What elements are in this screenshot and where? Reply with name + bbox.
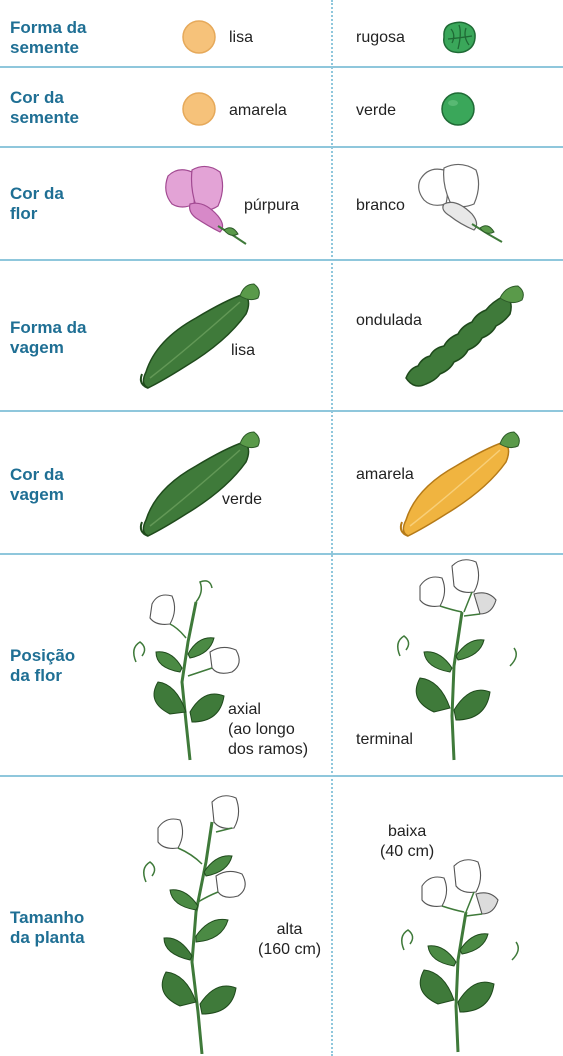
- row-divider: [0, 553, 563, 555]
- row-divider: [0, 66, 563, 68]
- trait-label: Posição da flor: [10, 646, 75, 686]
- tall-plant-icon: [136, 792, 266, 1054]
- left-value: púrpura: [244, 196, 299, 216]
- left-value: lisa: [229, 28, 253, 48]
- green-seed-icon: [440, 91, 476, 127]
- wrinkled-green-seed-icon: [439, 19, 479, 55]
- row-divider: [0, 775, 563, 777]
- left-value: axial (ao longo dos ramos): [228, 700, 308, 760]
- yellow-pod-icon: [396, 428, 530, 542]
- trait-label: Cor da semente: [10, 88, 79, 128]
- left-value: verde: [222, 490, 262, 510]
- right-value: verde: [356, 101, 396, 121]
- smooth-pod-icon: [136, 280, 266, 394]
- left-value: amarela: [229, 101, 287, 121]
- trait-label: Forma da semente: [10, 18, 87, 58]
- green-pod-icon: [136, 428, 270, 542]
- left-value: alta (160 cm): [258, 920, 321, 960]
- right-value: rugosa: [356, 28, 405, 48]
- right-value: branco: [356, 196, 405, 216]
- short-plant-icon: [396, 856, 526, 1054]
- left-value: lisa: [231, 341, 255, 361]
- constricted-pod-icon: [396, 282, 530, 394]
- terminal-flower-plant-icon: [392, 556, 532, 762]
- trait-label: Forma da vagem: [10, 318, 87, 358]
- row-divider: [0, 259, 563, 261]
- trait-label: Cor da flor: [10, 184, 64, 224]
- smooth-yellow-seed-icon: [181, 20, 217, 54]
- yellow-seed-icon: [181, 91, 217, 127]
- purple-flower-icon: [160, 164, 250, 248]
- row-divider: [0, 410, 563, 412]
- row-divider: [0, 146, 563, 148]
- trait-label: Tamanho da planta: [10, 908, 85, 948]
- white-flower-icon: [414, 160, 504, 246]
- column-divider: [331, 0, 333, 1056]
- trait-label: Cor da vagem: [10, 465, 64, 505]
